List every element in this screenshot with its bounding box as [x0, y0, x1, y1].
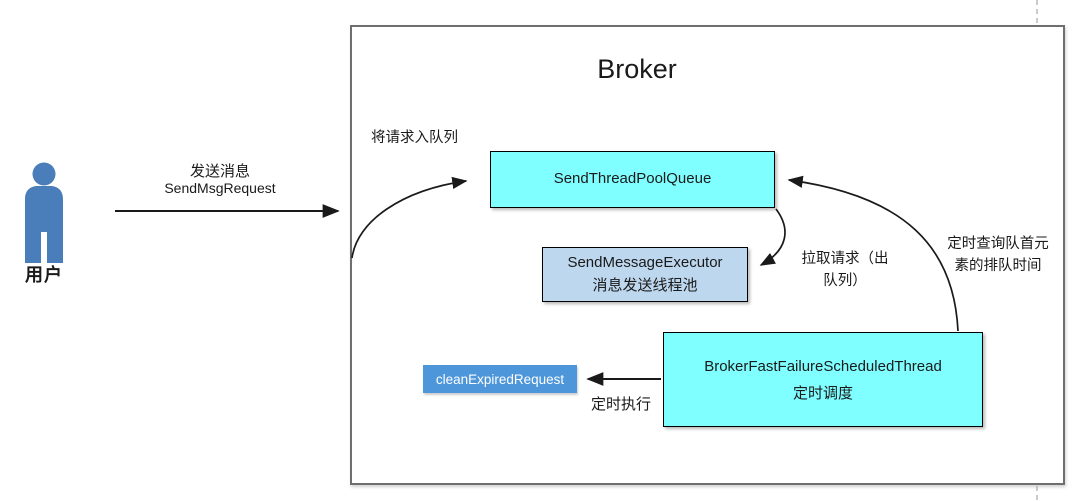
send-message-executor-label: SendMessageExecutor — [567, 254, 723, 271]
broker-fast-failure-sublabel: 定时调度 — [792, 384, 853, 402]
pull-request-label-line2: 队列） — [823, 273, 867, 290]
timer-exec-label: 定时执行 — [590, 396, 651, 413]
broker-fast-failure-label: BrokerFastFailureScheduledThread — [704, 357, 942, 375]
send-thread-pool-queue-box: SendThreadPoolQueue — [490, 151, 775, 208]
user-label: 用户 — [25, 265, 63, 285]
poll-queue-label: 定时查询队首元 素的排队时间 — [928, 233, 1068, 278]
broker-fast-failure-scheduled-thread-box: BrokerFastFailureScheduledThread 定时调度 — [663, 332, 983, 427]
clean-expired-request-label: cleanExpiredRequest — [435, 371, 565, 387]
poll-queue-label-line2: 素的排队时间 — [954, 258, 1042, 275]
send-msg-request-label: SendMsgRequest — [164, 180, 276, 196]
pull-request-label: 拉取请求（出 队列） — [778, 248, 912, 293]
send-message-label: 发送消息 — [189, 163, 250, 180]
send-message-executor-sublabel: 消息发送线程池 — [592, 276, 698, 294]
send-thread-pool-queue-label: SendThreadPoolQueue — [553, 170, 712, 188]
clean-expired-request-box: cleanExpiredRequest — [423, 365, 577, 393]
enqueue-label: 将请求入队列 — [371, 130, 458, 146]
broker-title: Broker — [597, 54, 677, 84]
pull-request-label-line1: 拉取请求（出 — [801, 251, 889, 267]
send-message-executor-box: SendMessageExecutor 消息发送线程池 — [542, 247, 748, 302]
person-icon — [25, 162, 63, 263]
poll-queue-label-line1: 定时查询队首元 — [947, 236, 1049, 252]
